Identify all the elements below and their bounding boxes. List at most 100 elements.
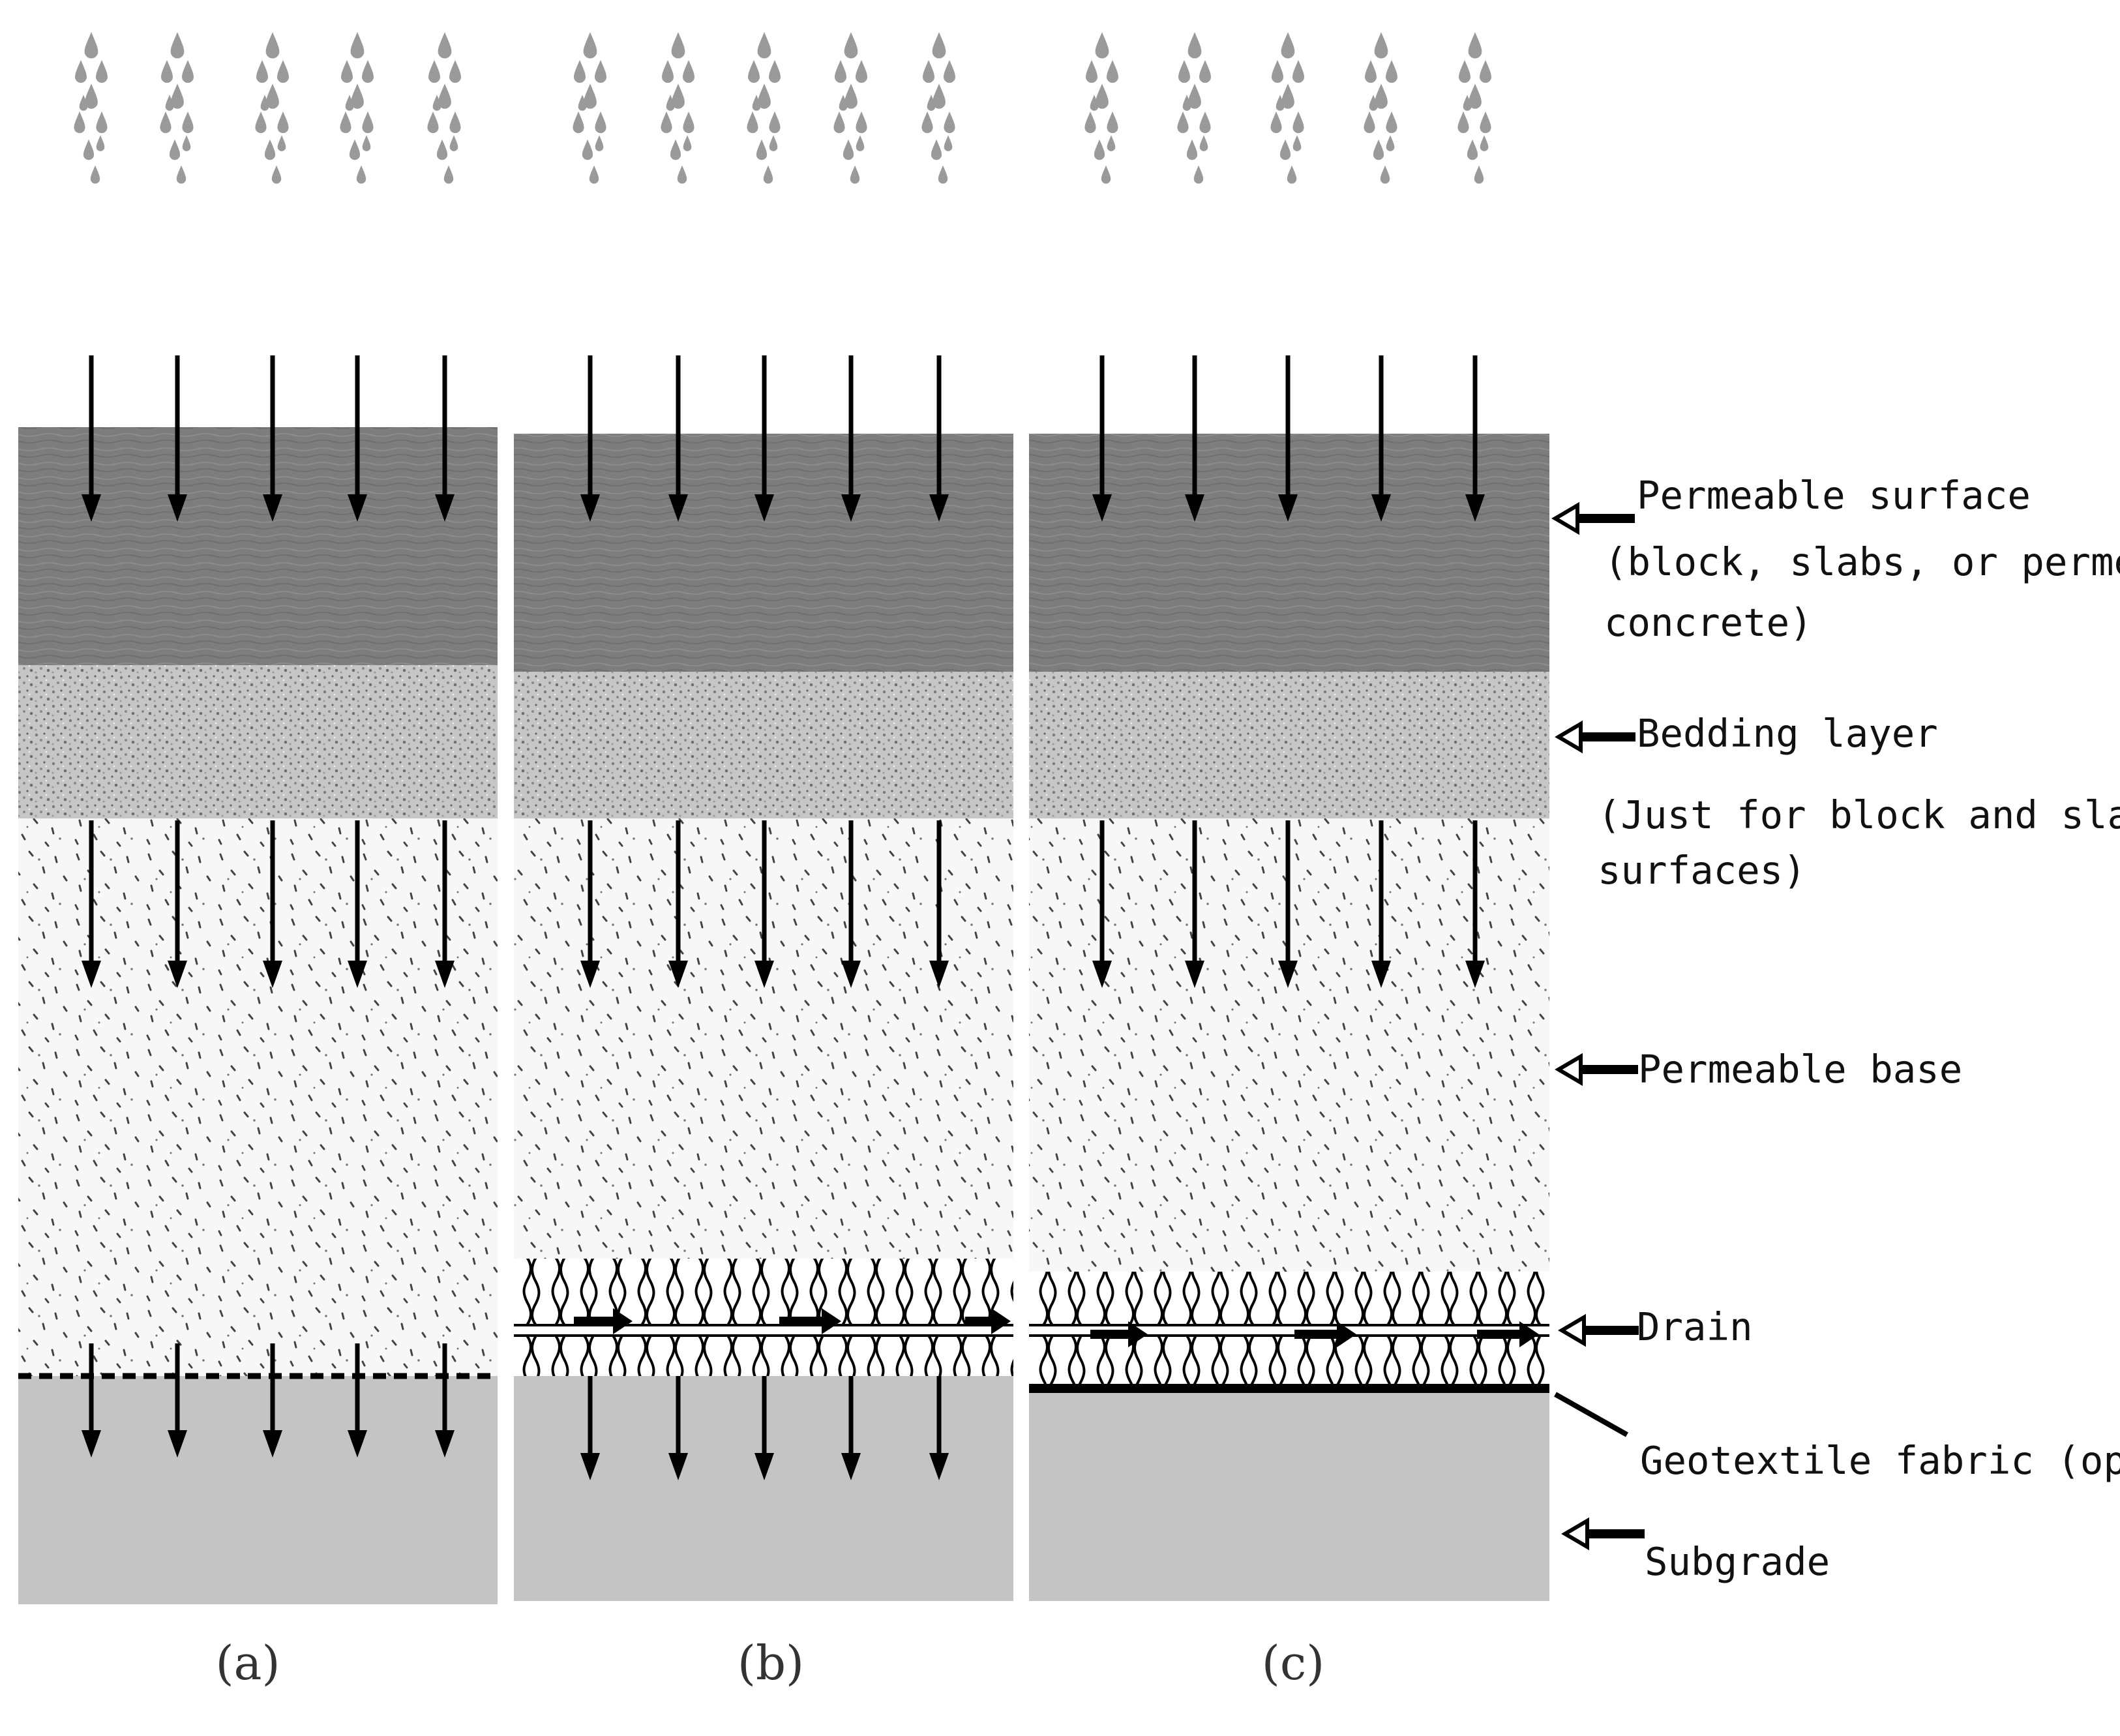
- raindrop: [438, 32, 452, 59]
- drain-label: Drain: [1637, 1304, 1753, 1349]
- raindrop: [1480, 135, 1489, 151]
- flow-arrow: [841, 1376, 861, 1480]
- raindrop: [90, 165, 100, 184]
- raindrop: [1459, 60, 1471, 83]
- raindrop: [683, 60, 694, 83]
- raindrop-cluster: [1270, 32, 1304, 184]
- raindrop: [843, 139, 854, 160]
- raindrop: [1457, 111, 1469, 134]
- raindrop: [356, 165, 366, 184]
- raindrop: [1380, 165, 1390, 184]
- raindrop: [932, 32, 946, 59]
- raindrop: [160, 111, 172, 134]
- raindrop: [938, 165, 948, 184]
- raindrop: [83, 139, 95, 160]
- flow-arrow: [754, 355, 774, 522]
- raindrop: [1480, 111, 1491, 134]
- flow-arrow: [1092, 355, 1112, 522]
- raindrop: [1187, 32, 1202, 59]
- flow-arrow: [668, 1376, 688, 1480]
- raindrop: [757, 32, 771, 59]
- raindrop-cluster: [1364, 32, 1397, 184]
- raindrop: [1101, 165, 1111, 184]
- raindrop: [1292, 135, 1302, 151]
- flow-arrow: [435, 1343, 455, 1458]
- flow-arrow: [1278, 355, 1298, 522]
- raindrop: [1177, 111, 1189, 134]
- flow-arrow: [841, 355, 861, 522]
- raindrop: [362, 60, 374, 83]
- raindrop: [256, 60, 268, 83]
- flow-arrow: [1185, 355, 1204, 522]
- flow-arrow: [668, 355, 688, 522]
- flow-arrow: [168, 1343, 187, 1458]
- bedding-layer: [1029, 672, 1549, 818]
- raindrop: [1199, 60, 1211, 83]
- flow-arrow: [168, 355, 187, 522]
- raindrop: [1373, 139, 1384, 160]
- raindrop: [844, 32, 858, 59]
- raindrop: [1386, 60, 1397, 83]
- raindrop: [1279, 139, 1291, 160]
- raindrop-cluster: [747, 32, 781, 184]
- flow-arrow: [580, 355, 600, 522]
- raindrop: [1468, 32, 1482, 59]
- flow-arrow: [263, 1343, 282, 1458]
- panel-a: [18, 32, 498, 1604]
- raindrop: [595, 60, 606, 83]
- raindrop: [1374, 32, 1388, 59]
- flow-arrow: [168, 820, 187, 988]
- surface-note-line2: concrete): [1604, 600, 1813, 645]
- raindrop-cluster: [1084, 32, 1118, 184]
- permeable-surface-layer: [18, 427, 498, 665]
- flow-arrow: [435, 820, 455, 988]
- raindrop: [921, 111, 933, 134]
- raindrop: [931, 139, 942, 160]
- raindrop-cluster: [1457, 32, 1491, 184]
- geotextile-fabric: [1029, 1384, 1549, 1393]
- flow-arrow: [348, 820, 367, 988]
- panel-label-a: (a): [215, 1636, 280, 1690]
- raindrop: [677, 165, 687, 184]
- raindrop-cluster: [74, 32, 108, 184]
- raindrop: [1199, 135, 1208, 151]
- raindrop: [349, 139, 361, 160]
- raindrop: [75, 60, 87, 83]
- raindrop: [1178, 60, 1190, 83]
- raindrop: [583, 32, 597, 59]
- raindrop-cluster: [1177, 32, 1211, 184]
- raindrop-cluster: [833, 32, 867, 184]
- callout-arrow: [1561, 1517, 1645, 1551]
- flow-arrow: [1092, 820, 1112, 988]
- raindrop: [449, 111, 461, 134]
- flow-arrow: [348, 1343, 367, 1458]
- raindrop: [1292, 111, 1304, 134]
- raindrop: [1272, 60, 1283, 83]
- drain-flow-arrow: [965, 1308, 1011, 1334]
- flow-arrow: [82, 1343, 101, 1458]
- raindrop: [595, 111, 606, 134]
- raindrop: [74, 111, 85, 134]
- drain-flow-arrow: [1090, 1321, 1148, 1347]
- raindrop: [662, 60, 674, 83]
- flow-arrow: [754, 1376, 774, 1480]
- raindrop: [1480, 60, 1491, 83]
- raindrop: [944, 60, 955, 83]
- raindrop-cluster: [340, 32, 374, 184]
- flow-arrow: [580, 820, 600, 988]
- flow-arrow: [1465, 820, 1485, 988]
- raindrop: [277, 60, 289, 83]
- raindrop: [362, 111, 374, 134]
- raindrop: [748, 60, 760, 83]
- raindrop: [833, 111, 845, 134]
- raindrop: [182, 60, 194, 83]
- panel-c: [1029, 32, 1549, 1601]
- raindrop: [1281, 32, 1295, 59]
- raindrop: [835, 60, 846, 83]
- raindrop: [589, 165, 599, 184]
- raindrop: [683, 111, 694, 134]
- callout-arrow: [1558, 1313, 1639, 1347]
- flow-arrow: [82, 820, 101, 988]
- raindrop: [428, 60, 440, 83]
